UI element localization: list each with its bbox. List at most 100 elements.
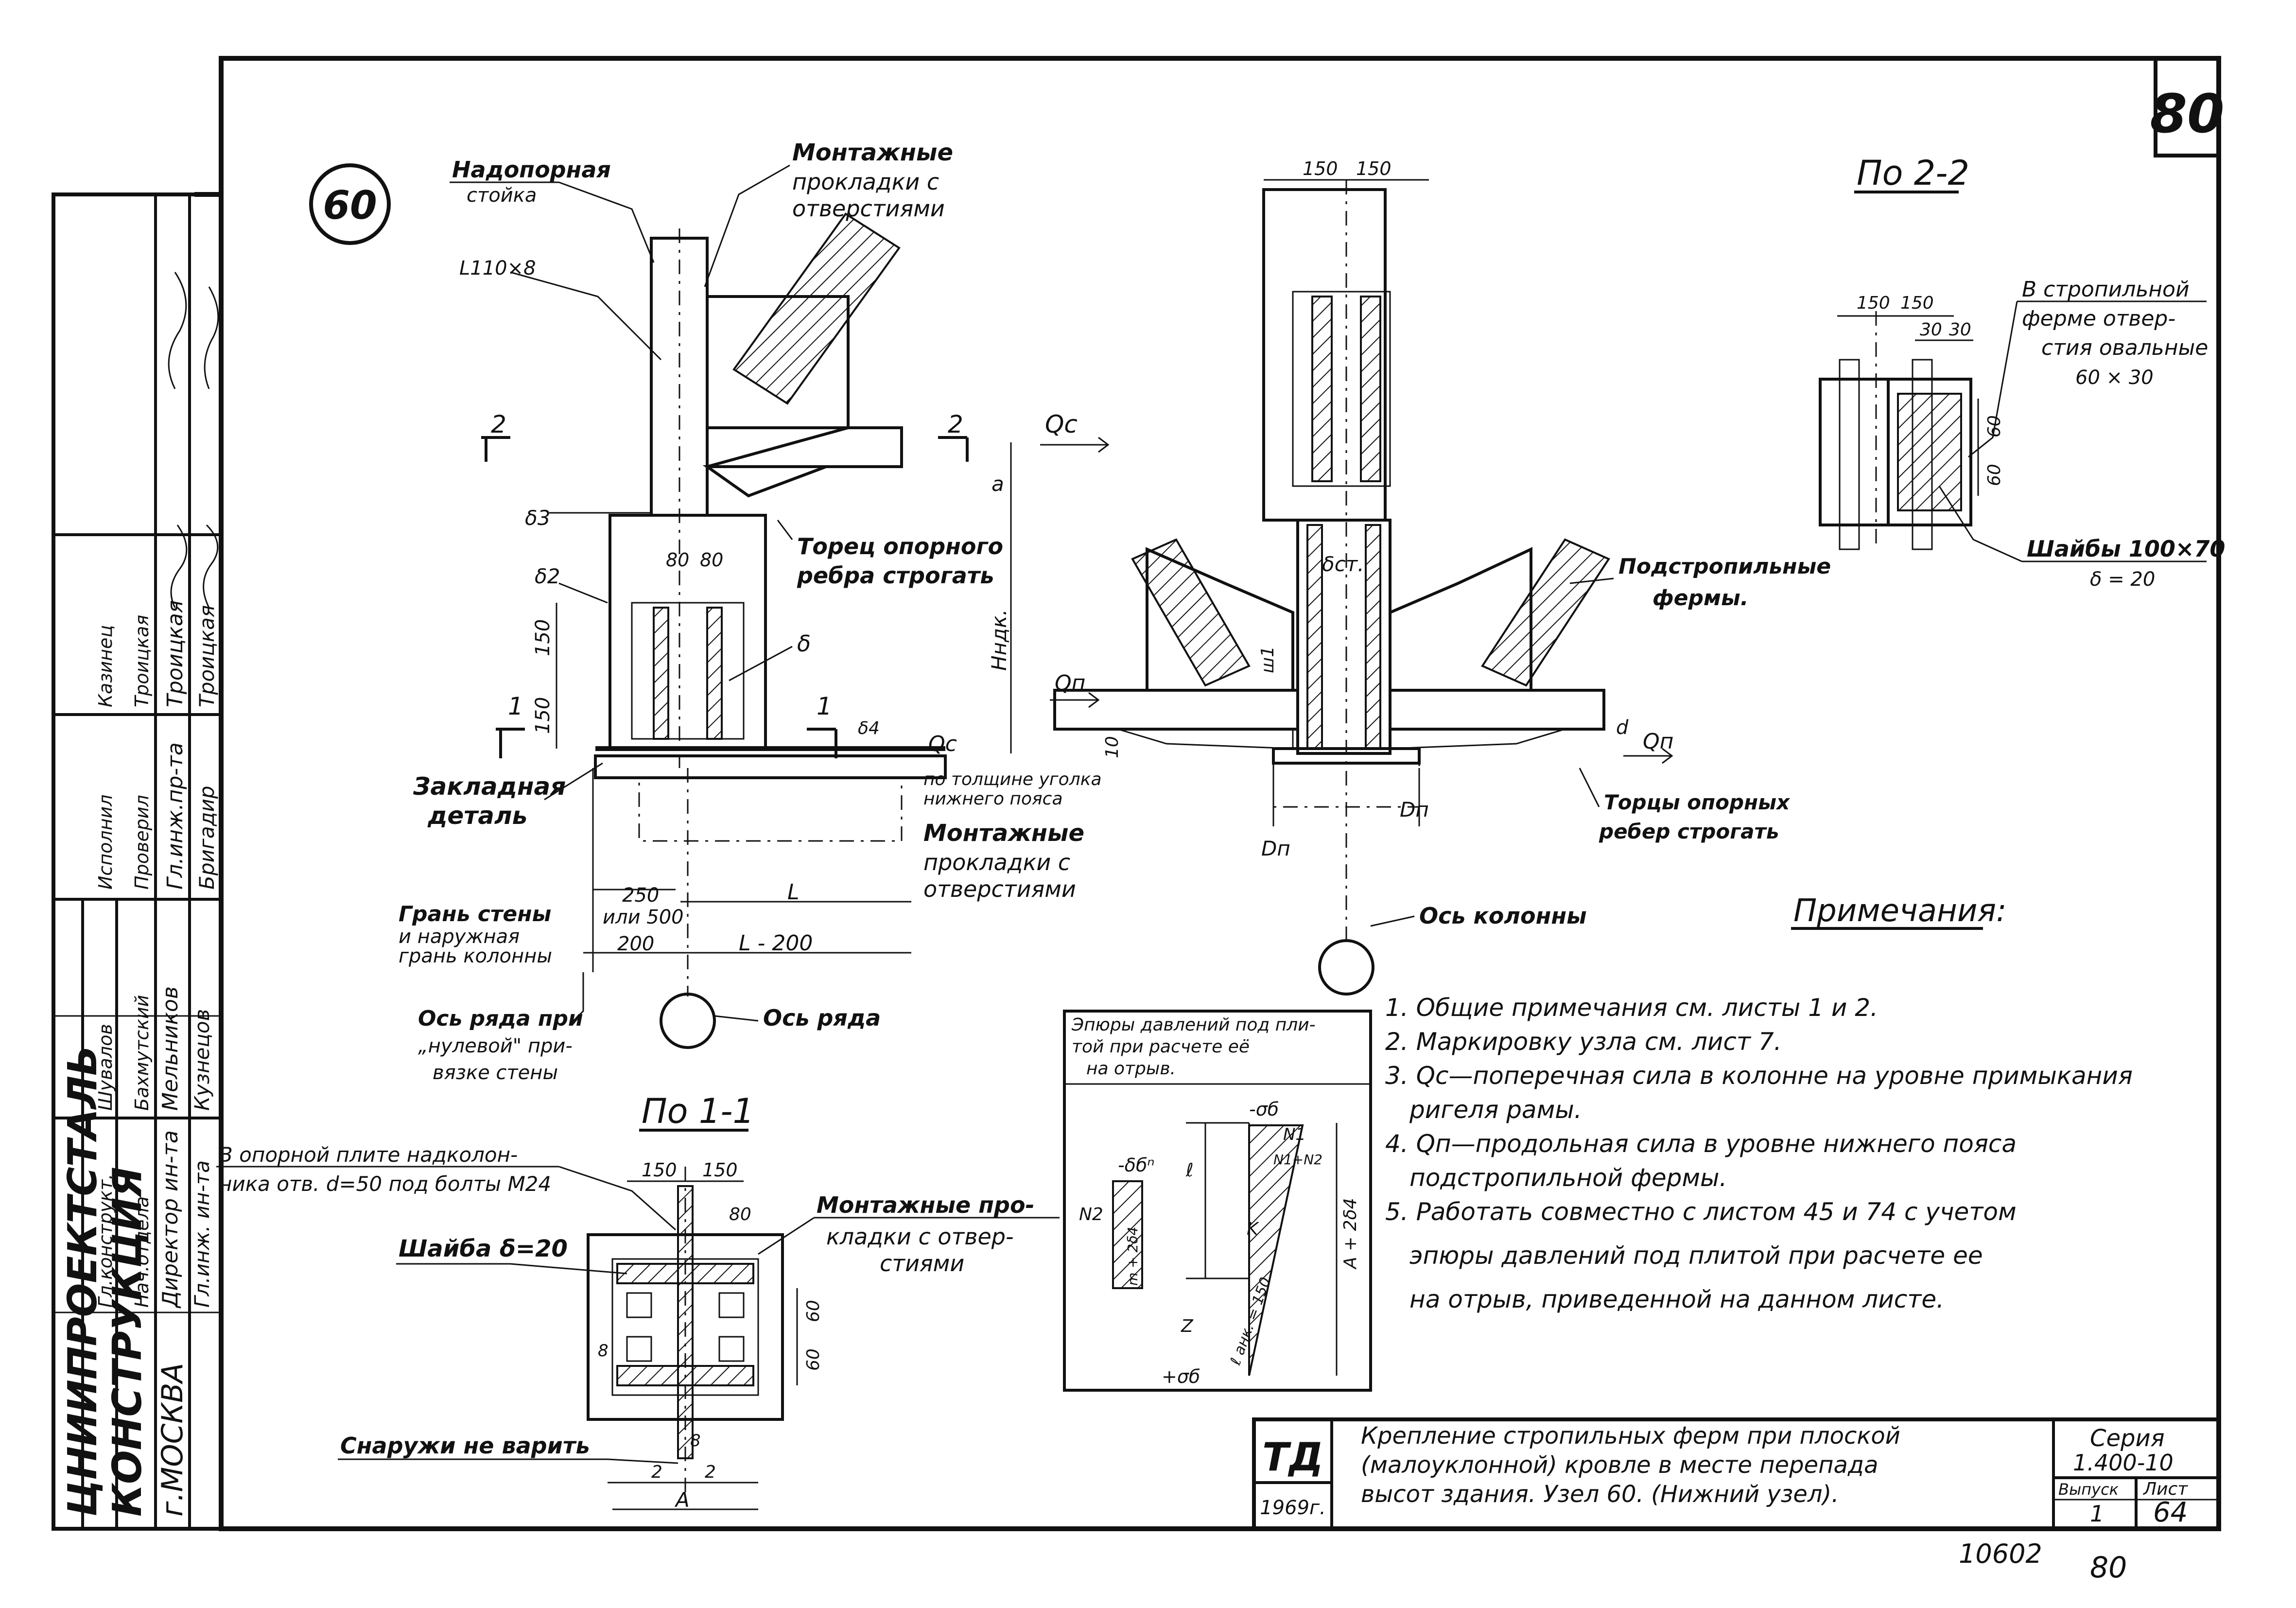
s11-dim-60b: 60 xyxy=(803,1348,823,1371)
label-mont1: Монтажные xyxy=(792,139,953,166)
label-torec2: ребра строгать xyxy=(797,562,994,589)
tb-td: ТД xyxy=(1262,1434,1323,1480)
node-number: 60 xyxy=(323,183,377,228)
stamp-name: Кузнецов xyxy=(190,1009,214,1111)
section-1-1: По 1-1 В опорной плите надколон- ника от… xyxy=(216,1091,1060,1512)
s11-plate1: В опорной плите надколон- xyxy=(219,1143,518,1167)
section-mark-1-right: 1 xyxy=(817,692,832,720)
tb-desc1: Крепление стропильных ферм при плоской xyxy=(1361,1422,1900,1450)
dim-delta2: δ2 xyxy=(535,564,560,588)
diag-n2: N2 xyxy=(1079,1205,1103,1224)
label-mont-b1: Монтажные xyxy=(923,820,1084,847)
diag-n1: N1 xyxy=(1283,1125,1306,1144)
label-qc-low: Qc xyxy=(928,732,957,756)
s11-m2a: 2 xyxy=(651,1462,662,1482)
diag-n12: N1+N2 xyxy=(1273,1152,1322,1168)
stamp-name: Казинец xyxy=(95,625,116,707)
label-torec1: Торец опорного xyxy=(797,533,1003,559)
s22-washer2: δ = 20 xyxy=(2090,568,2155,591)
title-block: ТД 1969г. Крепление стропильных ферм при… xyxy=(1252,1417,2221,1531)
col-podstrop1: Подстропильные xyxy=(1618,554,1831,579)
column-view: 150 150 δст. Подстропильные фермы. Qп Qп… xyxy=(1050,158,1831,996)
stamp-name: Мельников xyxy=(158,986,183,1111)
tb-series: 1.400-10 xyxy=(2073,1450,2174,1476)
col-d: d xyxy=(1616,717,1629,739)
col-os-kolonny: Ось колонны xyxy=(1419,903,1587,929)
stamp-role: Проверил xyxy=(131,795,153,890)
dim-hnadk: Нндк. xyxy=(987,609,1011,671)
diag-sig-top: -σб xyxy=(1249,1099,1279,1120)
s22-dim-150b: 150 xyxy=(1900,293,1934,313)
label-stoika: стойка xyxy=(467,184,537,207)
label-tolsh2: нижнего пояса xyxy=(923,789,1063,809)
label-os-pri1: Ось ряда при xyxy=(418,1006,583,1031)
s11-dim-150a: 150 xyxy=(642,1159,677,1181)
section-mark-1-left: 1 xyxy=(508,692,523,720)
s11-mA: A xyxy=(674,1488,690,1512)
note-item: 5. Работать совместно с листом 45 и 74 с… xyxy=(1385,1198,2017,1226)
s11-outside: Снаружи не варить xyxy=(340,1433,590,1459)
org-line3: г.МОСКВА xyxy=(156,1363,190,1517)
footer-inv: 10602 xyxy=(1959,1538,2042,1569)
dim-200: 200 xyxy=(617,933,654,955)
section-22-title: По 2-2 xyxy=(1857,153,1969,193)
stamp-name: Троицкая xyxy=(163,600,188,707)
footer-num: 80 xyxy=(2090,1551,2127,1585)
notes: Примечания: 1. Общие примечания см. лист… xyxy=(1385,893,2133,1313)
stamp-role: Гл.инж.пр-та xyxy=(163,742,188,890)
left-stamp: ЦНИИПРОЕКТСТАЛЬ КОНСТРУКЦИЯ г.МОСКВА Дир… xyxy=(52,192,223,1531)
dim-delta3: δ3 xyxy=(525,506,550,530)
col-podstrop2: фермы. xyxy=(1652,586,1748,611)
org-line2: КОНСТРУКЦИЯ xyxy=(104,1167,151,1517)
s22-note4: 60 × 30 xyxy=(2075,367,2154,389)
note-item: на отрыв, приведенной на данном листе. xyxy=(1409,1285,1944,1313)
note-item: эпюры давлений под плитой при расчете ее xyxy=(1409,1241,1983,1270)
s11-mont3: стиями xyxy=(880,1250,964,1276)
stamp-name: Бахмутский xyxy=(131,995,153,1111)
notes-title: Примечания: xyxy=(1793,893,2007,929)
s22-dim-150a: 150 xyxy=(1857,293,1890,313)
col-qn-right: Qп xyxy=(1643,729,1673,754)
s11-plate2: ника отв. d=50 под болты М24 xyxy=(219,1172,551,1196)
stamp-role: Директор ин-та xyxy=(158,1130,183,1309)
tb-issue-label: Выпуск xyxy=(2058,1480,2119,1499)
dim-150b: 150 xyxy=(532,697,554,734)
s22-note1: В стропильной xyxy=(2022,277,2190,302)
diag-l: ℓ xyxy=(1185,1159,1194,1181)
tb-issue: 1 xyxy=(2090,1501,2104,1527)
diag-sig-n: -δбⁿ xyxy=(1118,1154,1155,1176)
label-nadopornaya: Надопорная xyxy=(452,157,611,183)
label-gran3: грань колонны xyxy=(399,945,552,967)
section-2-2: По 2-2 150 150 30 30 60 60 В стропильной… xyxy=(1819,153,2225,591)
label-zakl2: деталь xyxy=(427,802,527,830)
axis-circle-column xyxy=(1318,939,1374,996)
s22-dim-30a: 30 xyxy=(1920,320,1942,340)
stamp-role: Гл.конструкт. xyxy=(95,1174,116,1308)
note-item: ригеля рамы. xyxy=(1409,1096,1582,1124)
col-qn-left: Qп xyxy=(1055,671,1085,696)
label-qc: Qc xyxy=(1045,410,1078,438)
s11-dim-150b: 150 xyxy=(702,1159,738,1181)
label-delta: δ xyxy=(797,630,811,657)
col-dn2: Dп xyxy=(1400,798,1429,821)
axis-circle-row xyxy=(660,993,716,1049)
s11-m2b: 2 xyxy=(705,1462,716,1482)
diag-m: m + 2δ4 xyxy=(1125,1227,1141,1286)
stamp-role: Гл.инж. ин-та xyxy=(190,1160,214,1308)
stamp-extra: Нач.отдела Бахмутский Гл.конструкт. Шува… xyxy=(95,272,219,1308)
col-w1: ш1 xyxy=(1258,646,1278,673)
label-gran1: Грань стены xyxy=(399,902,551,926)
pressure-diagram: Эпюры давлений под пли- той при расчете … xyxy=(1063,1010,1372,1392)
dim-a: a xyxy=(991,472,1004,496)
label-os-ryada: Ось ряда xyxy=(763,1005,881,1031)
dim-150a: 150 xyxy=(532,619,554,656)
diag-ab: A + 2δ4 xyxy=(1340,1198,1360,1270)
sheet-number: 80 xyxy=(2150,83,2224,145)
diag-z: Z xyxy=(1181,1316,1194,1336)
s11-washer: Шайба δ=20 xyxy=(399,1235,568,1262)
diag-k: K xyxy=(1247,1219,1259,1239)
tb-sheet: 64 xyxy=(2153,1497,2188,1528)
note-item: 3. Qc—поперечная сила в колонне на уровн… xyxy=(1385,1062,2133,1090)
note-item: 2. Маркировку узла см. лист 7. xyxy=(1385,1028,1782,1056)
label-tolsh1: по толщине уголка xyxy=(923,769,1102,789)
